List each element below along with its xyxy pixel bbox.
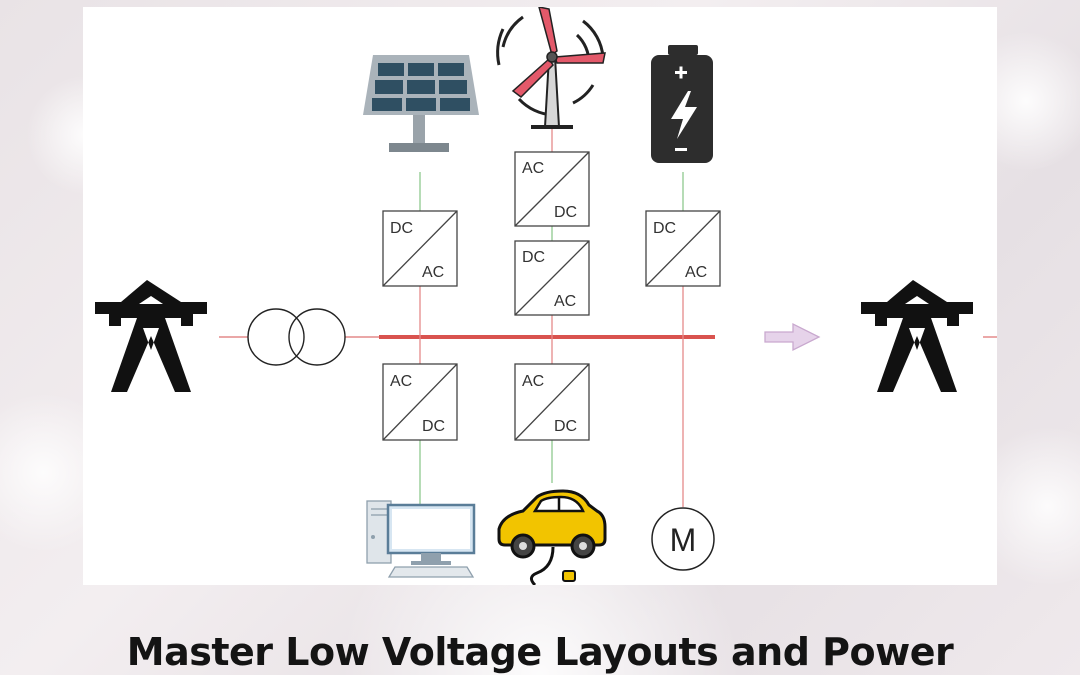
computer-converter: AC DC [382,363,458,441]
transmission-tower-icon [95,280,207,392]
solar-converter: DC AC [382,210,458,287]
converter-top-label: AC [522,373,544,390]
converter-bottom-label: AC [554,293,576,310]
arrow-right-icon [764,322,821,352]
converter-bottom-label: DC [554,204,577,221]
wind-converter-lower: DC AC [514,240,590,316]
diagram-panel: DC AC AC DC DC AC DC AC AC DC AC DC [83,7,997,585]
converter-bottom-label: AC [422,264,444,281]
electric-car-icon [497,489,607,585]
desktop-computer-icon [366,500,476,578]
converter-top-label: DC [390,220,413,237]
converter-bottom-label: DC [554,418,577,435]
solar-panel-icon [363,55,479,152]
converter-top-label: AC [522,160,544,177]
page-title: Master Low Voltage Layouts and Power [126,630,954,674]
battery-converter: DC AC [645,210,721,287]
converter-bottom-label: AC [685,264,707,281]
converter-top-label: AC [390,373,412,390]
battery-icon [651,45,713,163]
ev-converter: AC DC [514,363,590,441]
motor-icon: M [651,507,715,571]
motor-label: M [670,522,697,558]
transformer-icon [247,308,346,366]
converter-top-label: DC [653,220,676,237]
converter-bottom-label: DC [422,418,445,435]
converter-top-label: DC [522,249,545,266]
microgrid-diagram: DC AC AC DC DC AC DC AC AC DC AC DC [95,7,997,585]
transmission-tower-icon [861,280,973,392]
wind-turbine-icon [496,7,606,129]
wind-converter-upper: AC DC [514,151,590,227]
